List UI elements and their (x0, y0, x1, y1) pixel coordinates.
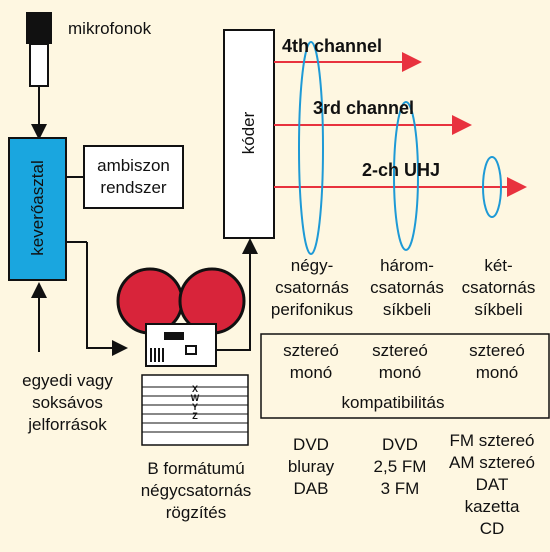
track-y-label: Y (191, 402, 198, 412)
encoder-box (223, 29, 275, 239)
microphones-label: mikrofonok (68, 19, 152, 38)
channel-label-3rd: 3rd channel (313, 98, 415, 118)
mixer-to-recorder-arrow (86, 242, 128, 356)
tape-track-labels: X W Y Z (142, 376, 248, 421)
mixer-box (8, 137, 67, 281)
compatibility-label: kompatibilitás (341, 393, 445, 412)
encoder-label: kóder (239, 111, 258, 155)
microphone-icon (26, 12, 52, 140)
compatibility-box (260, 333, 550, 419)
recorder-to-encoder-arrow (216, 238, 258, 351)
ellipse-four-channel (298, 41, 324, 255)
channel-label-uhj: 2-ch UHJ (362, 160, 441, 180)
track-x-label: X (191, 384, 198, 394)
ellipse-three-channel (393, 101, 419, 251)
ellipse-two-channel (482, 156, 502, 218)
mixer-label: keverőasztal (28, 160, 47, 256)
track-w-label: W (190, 393, 200, 403)
tape-recorder-icon (116, 267, 246, 367)
channel-label-4th: 4th channel (282, 36, 383, 56)
tape-tracks (141, 374, 249, 446)
track-z-label: Z (192, 411, 198, 421)
ambisonic-box (83, 145, 184, 209)
